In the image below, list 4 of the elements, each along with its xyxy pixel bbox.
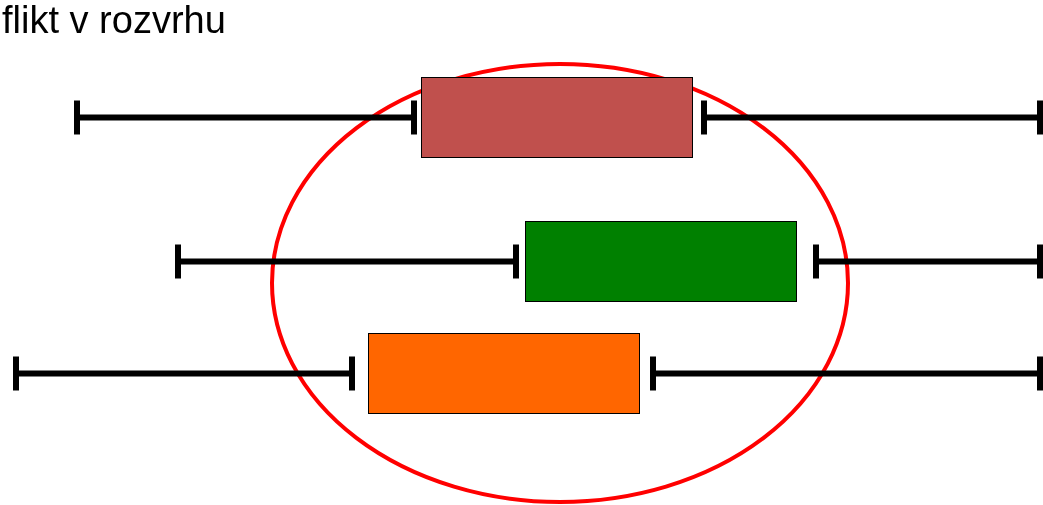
time-bar (421, 77, 693, 158)
heading-text: flikt v rozvrhu (2, 0, 226, 43)
time-bar (525, 221, 797, 302)
time-bar (368, 333, 640, 414)
